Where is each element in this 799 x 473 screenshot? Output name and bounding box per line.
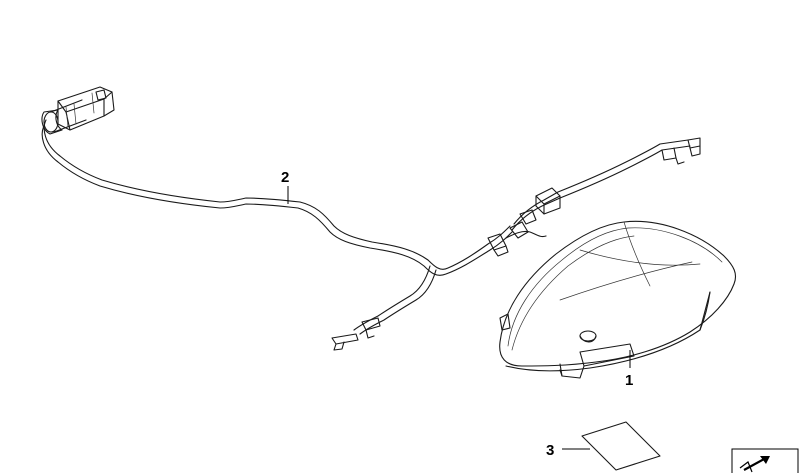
callout-label-1: 1: [625, 372, 633, 389]
harness-clip: [487, 209, 537, 257]
harness-terminal-right: [661, 137, 701, 165]
callout-label-2: 2: [281, 169, 289, 186]
harness-terminal-left: [331, 317, 381, 351]
antenna-cable-harness[interactable]: [41, 86, 701, 351]
callout-label-3: 3: [546, 442, 554, 459]
antenna-housing[interactable]: [499, 220, 737, 379]
harness-inline-connector: [535, 187, 561, 215]
adhesive-pad[interactable]: [581, 421, 661, 471]
harness-connector: [41, 86, 115, 135]
arrow-corner-icon: [731, 448, 799, 473]
